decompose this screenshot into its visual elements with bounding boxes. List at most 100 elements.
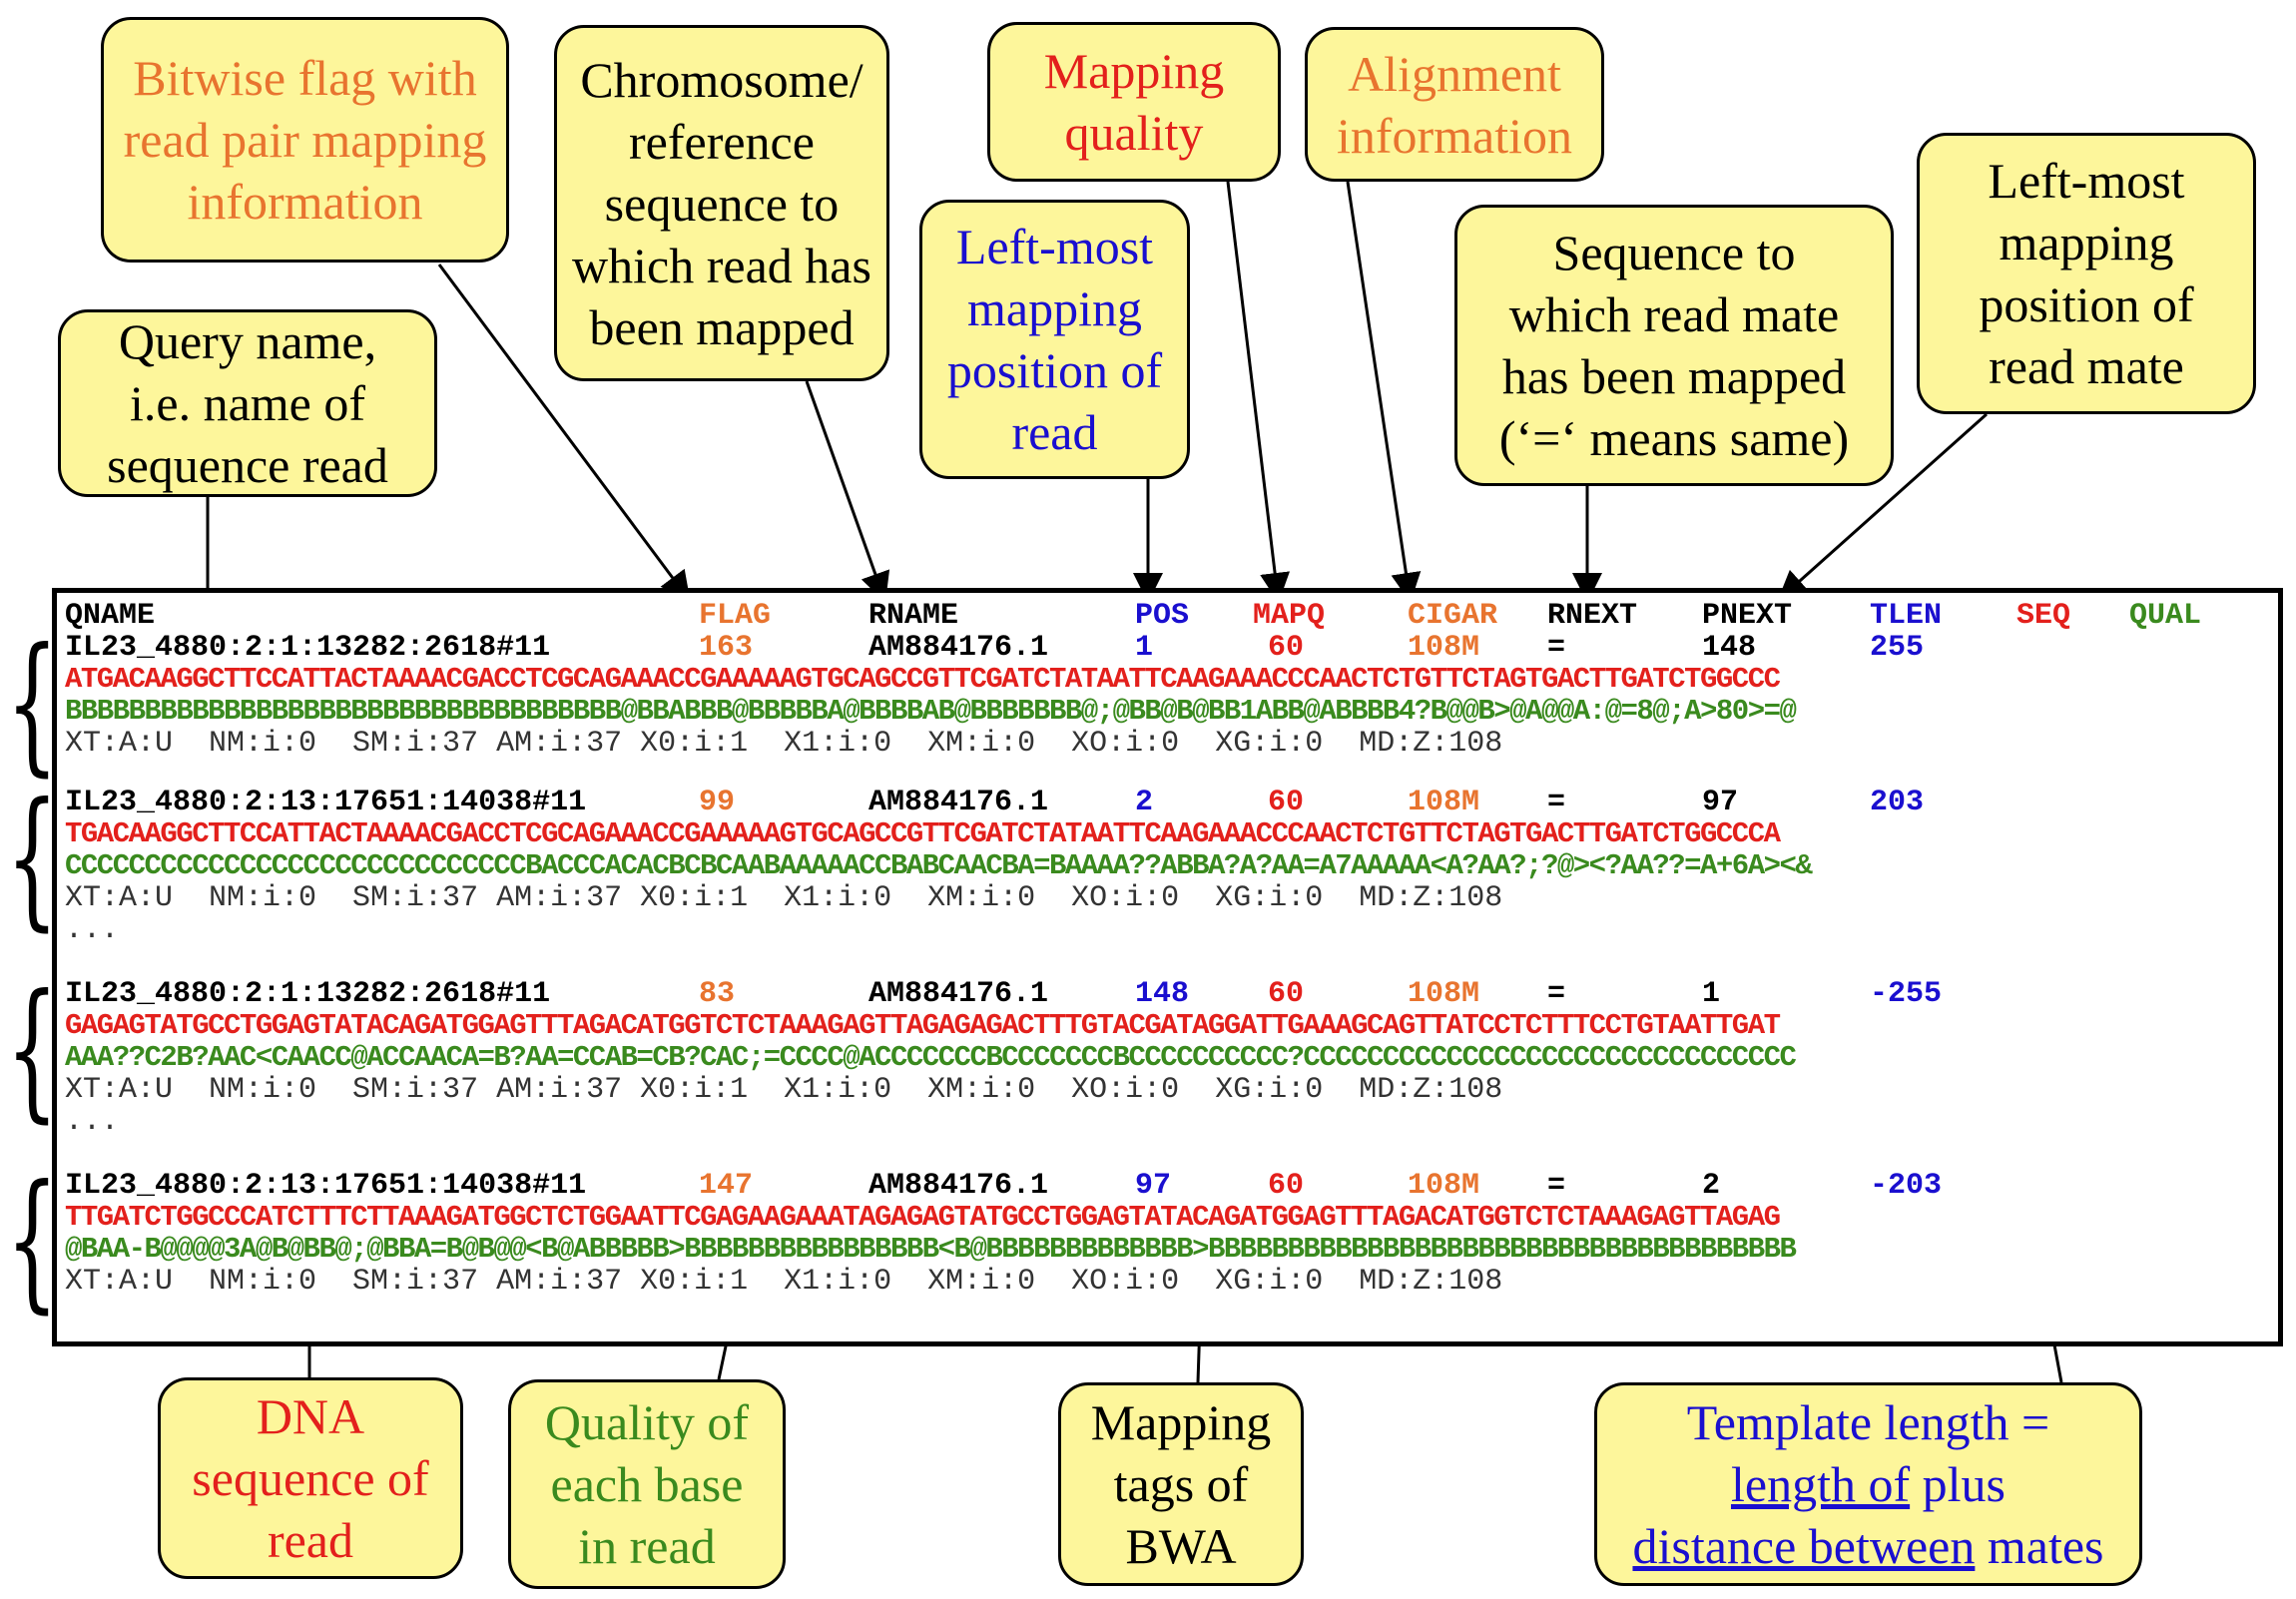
record-flag: 163 bbox=[699, 631, 754, 665]
record-flag: 83 bbox=[699, 977, 736, 1011]
record-qname: IL23_4880:2:1:13282:2618#11 bbox=[65, 631, 551, 665]
record-rname: AM884176.1 bbox=[868, 1169, 1049, 1203]
header-mapq: MAPQ bbox=[1253, 599, 1326, 633]
record-tags: XT:A:U NM:i:0 SM:i:37 AM:i:37 X0:i:1 X1:… bbox=[65, 1265, 1503, 1299]
callout-seq-line: read bbox=[267, 1512, 354, 1568]
header-cigar: CIGAR bbox=[1408, 599, 1498, 633]
callout-pnext: Left-most mapping position of read mate bbox=[1917, 133, 2256, 414]
callout-flag-line: Bitwise flag with bbox=[133, 50, 477, 106]
callout-rnext-line: (‘=‘ means same) bbox=[1498, 410, 1850, 466]
record-rnext: = bbox=[1547, 1169, 1566, 1203]
callout-tlen-underline: distance between bbox=[1632, 1518, 1976, 1574]
record-pos: 1 bbox=[1135, 631, 1154, 665]
callout-seq-line: sequence of bbox=[192, 1450, 429, 1506]
record-seq: TGACAAGGCTTCCATTACTAAAACGACCTCGCAGAAACCG… bbox=[65, 817, 1781, 850]
callout-tlen: Template length = length of plus distanc… bbox=[1594, 1382, 2142, 1586]
record-qname: IL23_4880:2:1:13282:2618#11 bbox=[65, 977, 551, 1011]
callout-mapq-line: quality bbox=[1064, 105, 1204, 161]
record-flag: 147 bbox=[699, 1169, 754, 1203]
record-brace: { bbox=[6, 617, 59, 791]
ellipsis: ... bbox=[65, 1105, 120, 1139]
callout-flag-line: information bbox=[187, 174, 423, 230]
record-cigar: 108M bbox=[1408, 786, 1480, 819]
callout-tlen-line2: length of plus bbox=[1632, 1453, 2103, 1515]
callout-qname-line: Query name, bbox=[118, 313, 377, 369]
record-mapq: 60 bbox=[1268, 786, 1305, 819]
record-seq: GAGAGTATGCCTGGAGTATACAGATGGAGTTTAGACATGG… bbox=[65, 1009, 1781, 1042]
record-mapq: 60 bbox=[1268, 631, 1305, 665]
record-cigar: 108M bbox=[1408, 977, 1480, 1011]
header-qname: QNAME bbox=[65, 599, 156, 633]
callout-rnext: Sequence to which read mate has been map… bbox=[1454, 205, 1894, 486]
arrow-rname bbox=[805, 380, 890, 603]
ellipsis: ... bbox=[65, 913, 120, 947]
record-pnext: 1 bbox=[1702, 977, 1721, 1011]
callout-tlen-underline: length of bbox=[1730, 1456, 1911, 1512]
record-tlen: 255 bbox=[1870, 631, 1925, 665]
callout-tlen-line3: distance between mates bbox=[1632, 1515, 2103, 1577]
header-flag: FLAG bbox=[699, 599, 772, 633]
record-rnext: = bbox=[1547, 631, 1566, 665]
record-qual: BBBBBBBBBBBBBBBBBBBBBBBBBBBBBBBBBBB@BBAB… bbox=[65, 695, 1797, 728]
header-rnext: RNEXT bbox=[1547, 599, 1638, 633]
record-pnext: 2 bbox=[1702, 1169, 1721, 1203]
callout-tags-line: Mapping bbox=[1090, 1394, 1272, 1450]
callout-rname-line: sequence to bbox=[604, 175, 840, 232]
header-pnext: PNEXT bbox=[1702, 599, 1793, 633]
header-rname: RNAME bbox=[868, 599, 959, 633]
callout-seq: DNA sequence of read bbox=[158, 1377, 463, 1579]
record-flag: 99 bbox=[699, 786, 736, 819]
callout-qual-line: in read bbox=[578, 1518, 716, 1574]
record-rnext: = bbox=[1547, 977, 1566, 1011]
callout-pnext-line: read mate bbox=[1989, 338, 2184, 394]
callout-cigar-line: information bbox=[1336, 107, 1573, 164]
callout-seq-line: DNA bbox=[256, 1388, 365, 1444]
header-pos: POS bbox=[1135, 599, 1190, 633]
sam-record: IL23_4880:2:1:13282:2618#11 163 AM884176… bbox=[65, 632, 1924, 1079]
callout-pnext-line: Left-most bbox=[1988, 153, 2185, 209]
record-brace: { bbox=[6, 1154, 59, 1328]
callout-tlen-line1: Template length = bbox=[1686, 1394, 2050, 1450]
callout-pnext-line: mapping bbox=[1999, 215, 2174, 270]
record-pos: 2 bbox=[1135, 786, 1154, 819]
record-brace: { bbox=[6, 772, 59, 945]
record-pos: 97 bbox=[1135, 1169, 1172, 1203]
record-seq: TTGATCTGGCCCATCTTTCTTAAAGATGGCTCTGGAATTC… bbox=[65, 1201, 1781, 1234]
record-tlen: 203 bbox=[1870, 786, 1925, 819]
callout-mapq: Mapping quality bbox=[987, 22, 1281, 182]
header-qual: QUAL bbox=[2129, 599, 2202, 633]
sam-record: IL23_4880:2:13:17651:14038#11 147 AM8841… bbox=[65, 1170, 1942, 1599]
record-rname: AM884176.1 bbox=[868, 977, 1049, 1011]
callout-qual-line: Quality of bbox=[544, 1394, 750, 1450]
callout-rname-line: reference bbox=[629, 113, 815, 170]
callout-qual-line: each base bbox=[550, 1456, 744, 1512]
callout-pnext-line: position of bbox=[1979, 276, 2194, 332]
record-cigar: 108M bbox=[1408, 631, 1480, 665]
arrow-flag bbox=[437, 264, 691, 602]
callout-rname-line: Chromosome/ bbox=[580, 51, 863, 108]
record-tlen: -255 bbox=[1870, 977, 1943, 1011]
record-tlen: -203 bbox=[1870, 1169, 1943, 1203]
record-qual: CCCCCCCCCCCCCCCCCCCCCCCCCCCCCBACCCACACBC… bbox=[65, 849, 1813, 882]
callout-flag: Bitwise flag with read pair mapping info… bbox=[101, 17, 509, 263]
record-tags: XT:A:U NM:i:0 SM:i:37 AM:i:37 X0:i:1 X1:… bbox=[65, 881, 1503, 915]
callout-mapq-line: Mapping bbox=[1043, 43, 1225, 99]
callout-pos: Left-most mapping position of read bbox=[919, 200, 1190, 479]
callout-rname: Chromosome/ reference sequence to which … bbox=[554, 25, 889, 381]
callout-tlen-text: plus bbox=[1910, 1456, 2006, 1512]
header-seq: SEQ bbox=[2016, 599, 2071, 633]
callout-rnext-line: has been mapped bbox=[1501, 348, 1847, 404]
record-pos: 148 bbox=[1135, 977, 1190, 1011]
callout-cigar: Alignment information bbox=[1305, 27, 1604, 182]
sam-header-row: QNAME FLAG RNAME POS MAPQ CIGAR RNEXT PN… bbox=[65, 599, 2201, 1015]
callout-tags-line: BWA bbox=[1125, 1518, 1237, 1574]
record-qname: IL23_4880:2:13:17651:14038#11 bbox=[65, 786, 587, 819]
record-mapq: 60 bbox=[1268, 977, 1305, 1011]
callout-pos-line: Left-most bbox=[955, 219, 1154, 274]
record-pnext: 97 bbox=[1702, 786, 1739, 819]
callout-pos-line: position of bbox=[946, 342, 1163, 398]
record-qname: IL23_4880:2:13:17651:14038#11 bbox=[65, 1169, 587, 1203]
record-rnext: = bbox=[1547, 786, 1566, 819]
arrow-cigar bbox=[1346, 181, 1422, 603]
